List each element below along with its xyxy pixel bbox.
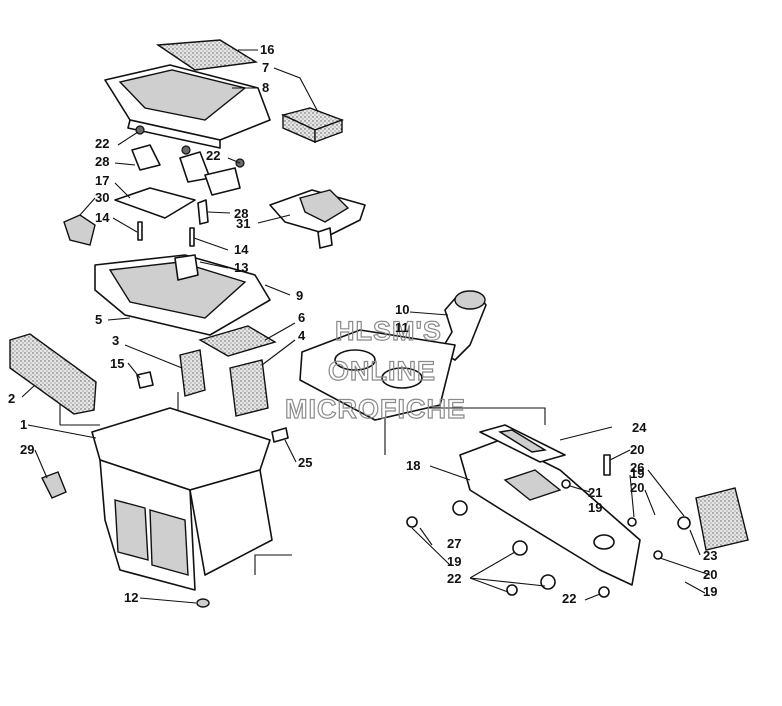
callout-11: 11 — [395, 320, 409, 335]
callout-22a: 22 — [95, 136, 109, 151]
watermark-line-3: MICROFICHE — [285, 394, 466, 424]
callout-3: 3 — [112, 333, 119, 348]
callout-10: 10 — [395, 302, 409, 317]
side-pad-part — [63, 214, 96, 246]
callout-labels: 1 2 3 4 5 6 7 8 9 10 11 12 13 14 14 15 1… — [8, 42, 717, 606]
gasket-plate-part — [299, 329, 456, 421]
callout-20a: 20 — [630, 442, 644, 457]
gasket-part — [198, 325, 277, 357]
callout-7: 7 — [262, 60, 269, 75]
foam-strip-part — [9, 333, 97, 415]
callout-1: 1 — [20, 417, 27, 432]
callout-28a: 28 — [95, 154, 109, 169]
callout-16: 16 — [260, 42, 274, 57]
callout-5: 5 — [95, 312, 102, 327]
callout-14a: 14 — [95, 210, 110, 225]
callout-6: 6 — [298, 310, 305, 325]
foam-block-right-part — [695, 487, 749, 551]
callout-25: 25 — [298, 455, 312, 470]
watermark-line-2: ONLINE — [328, 356, 436, 386]
foam-block-part — [280, 107, 345, 144]
silencer-box-part — [91, 407, 273, 591]
callout-19d: 19 — [703, 584, 717, 599]
callout-28b: 28 — [234, 206, 248, 221]
callout-26: 26 — [630, 460, 644, 475]
callout-27: 27 — [447, 536, 461, 551]
callout-20b: 20 — [630, 480, 644, 495]
sensor-bracket-part — [114, 125, 245, 247]
callout-31: 31 — [236, 216, 250, 231]
drain-plug-part — [196, 598, 210, 608]
callout-15: 15 — [110, 356, 124, 371]
callout-29: 29 — [20, 442, 34, 457]
callout-12: 12 — [124, 590, 138, 605]
hardware-parts — [406, 454, 691, 598]
callout-8: 8 — [262, 80, 269, 95]
foam-filter-part-b — [229, 359, 269, 417]
callout-18: 18 — [406, 458, 420, 473]
callout-22b: 22 — [206, 148, 220, 163]
fitting-part — [136, 371, 154, 389]
airbox-bracket-part — [459, 439, 641, 586]
reference-frame-right — [254, 407, 546, 575]
callout-24: 24 — [632, 420, 647, 435]
callout-9: 9 — [296, 288, 303, 303]
callout-14b: 14 — [234, 242, 249, 257]
clip-part — [41, 471, 67, 499]
callout-22c: 22 — [447, 571, 461, 586]
callout-30: 30 — [95, 190, 109, 205]
callout-19c: 19 — [447, 554, 461, 569]
callout-4: 4 — [298, 328, 306, 343]
callout-20c: 20 — [703, 567, 717, 582]
callout-13: 13 — [234, 260, 248, 275]
callout-19a: 19 — [588, 500, 602, 515]
callout-23: 23 — [703, 548, 717, 563]
base-plate-part — [94, 254, 271, 336]
foam-filter-part — [179, 349, 206, 397]
filter-screen-part — [155, 39, 259, 71]
callout-19b: 19 — [630, 466, 644, 481]
watermark: HLSM'S ONLINE MICROFICHE — [284, 315, 466, 424]
screw-part — [271, 427, 289, 443]
leader-lines — [21, 49, 711, 604]
callout-17: 17 — [95, 173, 109, 188]
callout-2: 2 — [8, 391, 15, 406]
callout-22d: 22 — [562, 591, 576, 606]
intake-horn-part — [269, 189, 366, 249]
callout-21: 21 — [588, 485, 602, 500]
silencer-lid-part — [104, 64, 271, 149]
watermark-line-1: HLSM'S — [335, 316, 442, 346]
top-plate-part — [479, 424, 566, 463]
